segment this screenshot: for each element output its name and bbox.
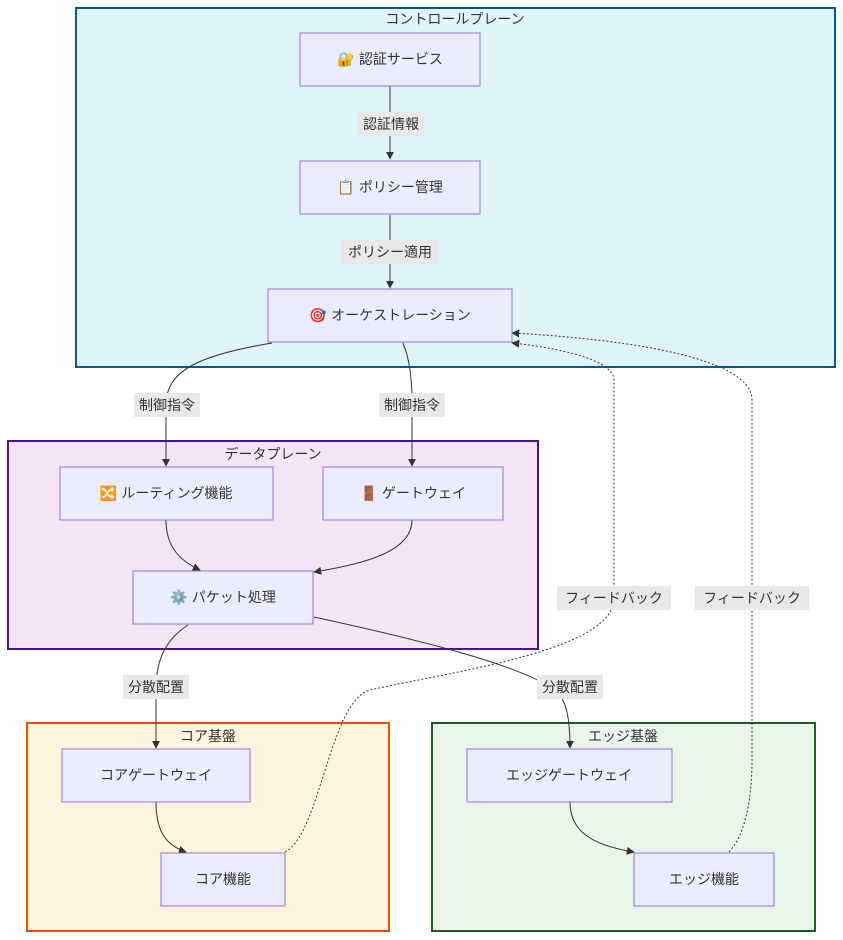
svg-text:🔐 認証サービス: 🔐 認証サービス bbox=[337, 52, 443, 68]
edge-gateway-to-packet bbox=[313, 519, 413, 575]
cluster-label-data-plane: データプレーン bbox=[224, 446, 321, 463]
svg-text:エッジゲートウェイ: エッジゲートウェイ bbox=[506, 768, 632, 784]
edge-label-policy-apply: ポリシー適用 bbox=[341, 240, 439, 264]
node-packet[interactable]: ⚙️ パケット処理 bbox=[132, 570, 314, 625]
node-gateway[interactable]: 🚪 ゲートウェイ bbox=[322, 466, 504, 521]
svg-text:フィードバック: フィードバック bbox=[703, 591, 801, 607]
svg-text:制御指令: 制御指令 bbox=[139, 398, 195, 414]
edge-label-distribute-1: 分散配置 bbox=[123, 675, 189, 699]
edge-routing-to-packet bbox=[165, 519, 201, 571]
edge-label-feedback-1: フィードバック bbox=[557, 586, 671, 610]
edge-label-distribute-2: 分散配置 bbox=[537, 675, 603, 699]
cluster-label-control-plane: コントロールプレーン bbox=[385, 12, 524, 28]
node-orchestration[interactable]: 🎯 オーケストレーション bbox=[267, 288, 513, 343]
cluster-label-core-infra: コア基盤 bbox=[180, 728, 236, 745]
svg-text:認証情報: 認証情報 bbox=[363, 117, 419, 133]
node-core-function[interactable]: コア機能 bbox=[160, 852, 286, 907]
svg-text:エッジ機能: エッジ機能 bbox=[669, 872, 739, 888]
svg-text:📋 ポリシー管理: 📋 ポリシー管理 bbox=[337, 179, 443, 196]
node-auth-service[interactable]: 🔐 認証サービス bbox=[299, 32, 481, 87]
edge-edgegw-to-edgefn bbox=[569, 801, 635, 855]
svg-text:コアゲートウェイ: コアゲートウェイ bbox=[100, 768, 212, 784]
edge-label-auth-info: 認証情報 bbox=[358, 112, 424, 136]
node-edge-function[interactable]: エッジ機能 bbox=[633, 852, 775, 907]
svg-text:フィードバック: フィードバック bbox=[565, 591, 663, 607]
edge-label-control-cmd-1: 制御指令 bbox=[134, 393, 200, 417]
edge-label-control-cmd-2: 制御指令 bbox=[379, 393, 445, 417]
edge-coregw-to-corefn bbox=[155, 801, 187, 854]
svg-text:🚪 ゲートウェイ: 🚪 ゲートウェイ bbox=[360, 485, 466, 502]
edge-label-feedback-2: フィードバック bbox=[695, 586, 809, 610]
edge-packet-to-edgegw bbox=[313, 616, 574, 749]
node-edge-gateway[interactable]: エッジゲートウェイ bbox=[466, 748, 673, 803]
svg-text:分散配置: 分散配置 bbox=[542, 680, 598, 696]
svg-text:制御指令: 制御指令 bbox=[384, 398, 440, 414]
svg-text:🎯 オーケストレーション: 🎯 オーケストレーション bbox=[309, 307, 471, 324]
cluster-label-edge-infra: エッジ基盤 bbox=[588, 728, 658, 745]
svg-text:分散配置: 分散配置 bbox=[128, 680, 184, 696]
svg-text:🔀 ルーティング機能: 🔀 ルーティング機能 bbox=[99, 485, 232, 502]
node-core-gateway[interactable]: コアゲートウェイ bbox=[61, 748, 251, 803]
svg-text:コア機能: コア機能 bbox=[195, 872, 251, 888]
node-routing[interactable]: 🔀 ルーティング機能 bbox=[59, 466, 274, 521]
svg-text:⚙️ パケット処理: ⚙️ パケット処理 bbox=[170, 589, 276, 606]
svg-text:ポリシー適用: ポリシー適用 bbox=[348, 244, 432, 261]
node-policy-mgmt[interactable]: 📋 ポリシー管理 bbox=[299, 160, 481, 215]
edge-corefn-feedback bbox=[284, 339, 615, 853]
